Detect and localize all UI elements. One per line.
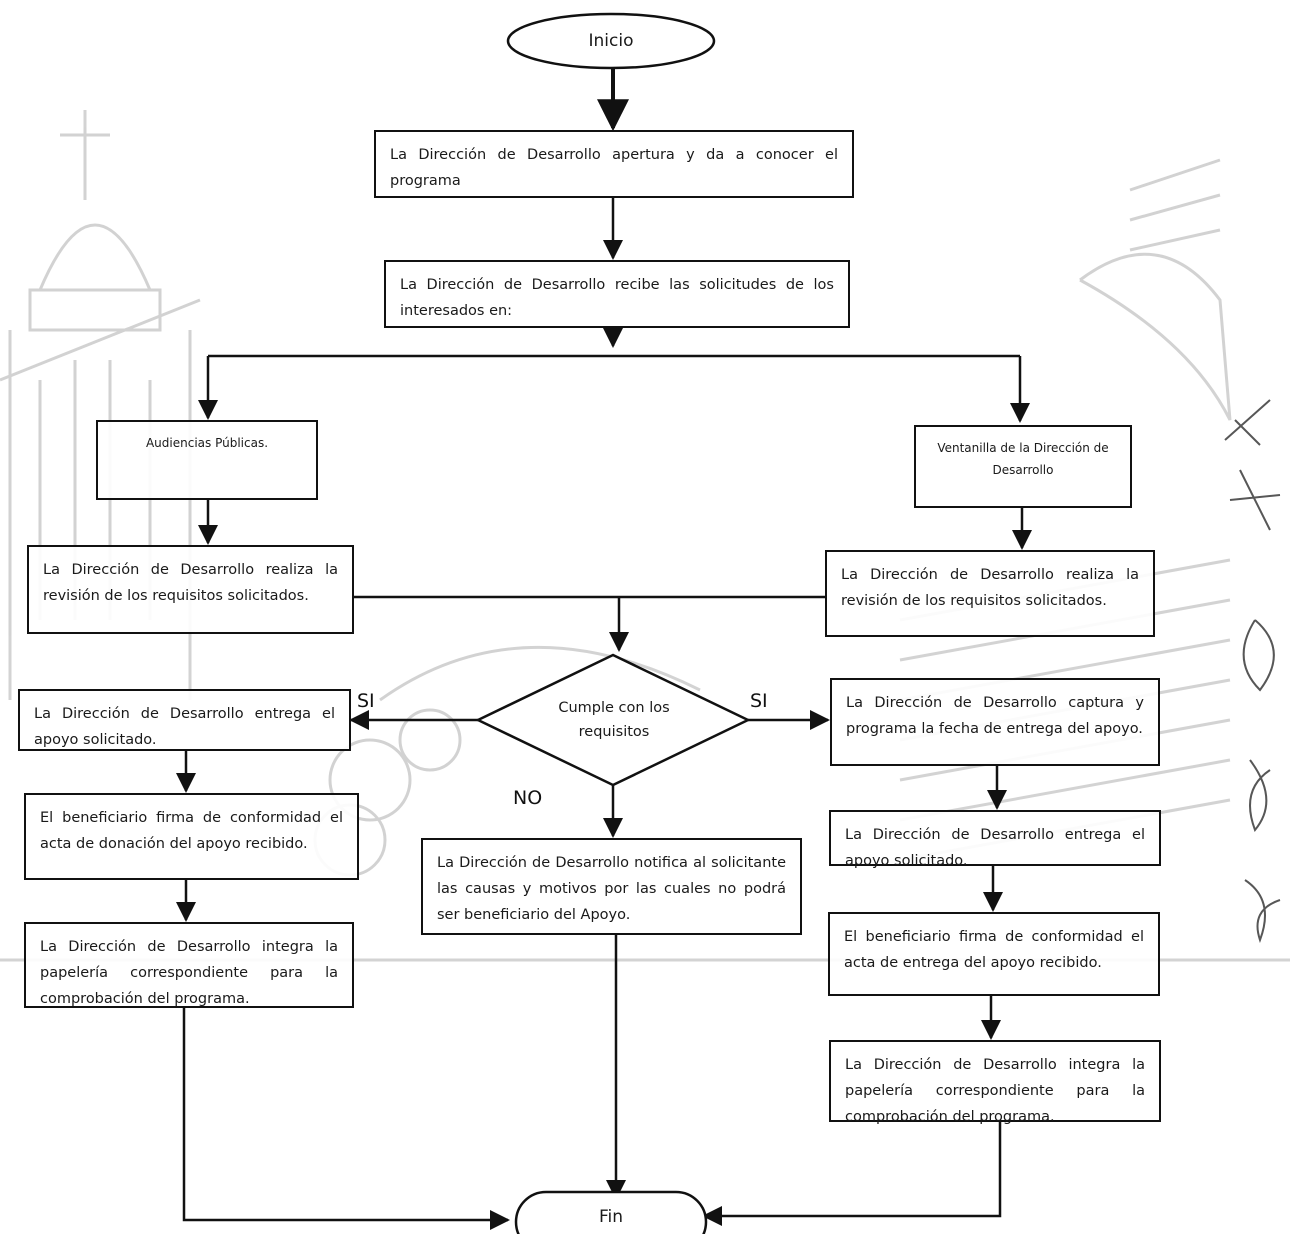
step-open-program: La Dirección de Desarrollo apertura y da… [374, 130, 854, 198]
edge-right-end [702, 1122, 1002, 1226]
edge-left-end [182, 1008, 510, 1230]
step-receive-requests: La Dirección de Desarrollo recibe las so… [384, 260, 850, 328]
branch-label-yes-left: SI [357, 690, 375, 712]
step-deliver-right: La Dirección de Desarrollo entrega el ap… [829, 810, 1161, 869]
step-capture-right: La Dirección de Desarrollo captura y pro… [830, 678, 1160, 766]
step-public-hearings: Audiencias Públicas. [96, 420, 318, 500]
branch-label-yes-right: SI [750, 690, 768, 712]
step-sign-left: El beneficiario firma de conformidad el … [24, 793, 359, 880]
start-terminal [506, 12, 716, 70]
end-label: Fin [598, 1207, 624, 1227]
step-deliver-left: La Dirección de Desarrollo entrega el ap… [18, 689, 351, 751]
step-integrate-right: La Dirección de Desarrollo integra la pa… [829, 1040, 1161, 1125]
end-terminal [514, 1190, 708, 1234]
step-review-left: La Dirección de Desarrollo realiza la re… [27, 545, 354, 634]
step-integrate-left: La Dirección de Desarrollo integra la pa… [24, 922, 354, 1008]
decision-text: Cumple con los requisitos [558, 700, 670, 740]
step-sign-right: El beneficiario firma de conformidad el … [828, 912, 1160, 996]
branch-label-no: NO [513, 787, 543, 809]
start-label: Inicio [588, 31, 634, 51]
step-notify: La Dirección de Desarrollo notifica al s… [421, 838, 802, 935]
decision-diamond [475, 653, 751, 787]
step-review-right: La Dirección de Desarrollo realiza la re… [825, 550, 1155, 637]
step-window: Ventanilla de la Dirección de Desarrollo [914, 425, 1132, 508]
